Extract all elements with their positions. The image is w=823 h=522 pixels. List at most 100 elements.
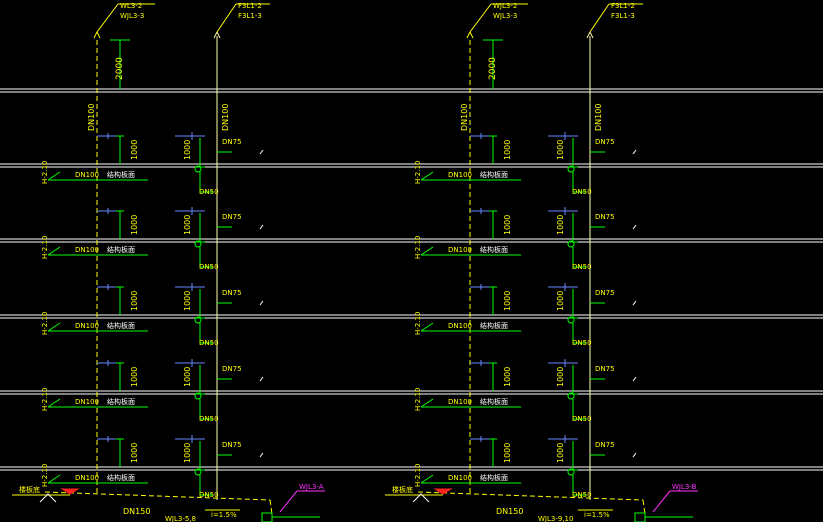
floor-2-trap-icon [194,240,202,248]
vent-cap [589,31,594,39]
magenta-tag: WJL3-A [299,483,324,491]
floor-5-structure-label: 结构板面 [480,473,508,482]
riser-size-label: DN100 [460,104,469,131]
floor-drain-icon [634,512,646,522]
floor-1-stub-label: DN75 [595,138,615,146]
bottom-collector [44,491,271,501]
floor-4-structure-label: 结构板面 [107,397,135,406]
floor-2-main-bend [47,246,61,256]
floor-1-vent-dim-label: 1000 [556,140,565,160]
floor-1-main-size-label: DN100 [448,171,472,179]
ground-symbol-icon [39,493,57,503]
floor-2-stub-label: DN75 [595,213,615,221]
vent-cap [586,31,591,39]
floor-4-main-size-label: DN100 [75,398,99,406]
floor-5-vent-dim-label: 1000 [183,443,192,463]
floor-3-stub-label: DN75 [595,289,615,297]
floor-1-stub-mark [259,149,264,155]
top-dimension-label: 2000 [115,57,125,80]
floor-4-vent-dim-label: 1000 [556,367,565,387]
floor-5-main-size-label: DN100 [75,474,99,482]
floor-3-level-label: H-2.10 [41,312,49,335]
riser2-tag: F3L1-3 [611,12,635,20]
floor-2-branch-dim-label: 1000 [503,215,512,235]
vent-size-label: DN100 [221,104,230,131]
floor-2-vent-dim-label: 1000 [183,215,192,235]
riser2-tag: F3L1-3 [238,12,262,20]
floor-3-level-label: H-2.10 [414,312,422,335]
floor-4-main-bend [420,398,434,408]
floor-5-structure-label: 结构板面 [107,473,135,482]
floor-1-trap-icon [567,165,575,173]
floor-5-trap-label: DN50 [572,491,592,499]
ground-symbol-icon [412,493,430,503]
bottom-pipe-label: DN150 [123,507,150,516]
floor-lines [0,88,823,471]
floor-3-stub-label: DN75 [222,289,242,297]
floor-1-main-size-label: DN100 [75,171,99,179]
floor-4-vent-dim-label: 1000 [183,367,192,387]
floor-2-level-label: H-2.10 [414,236,422,259]
floor-3-main-bend [420,322,434,332]
collector-drop [269,499,273,515]
floor-4-stub-label: DN75 [595,365,615,373]
vent-tag-leader [216,3,237,33]
floor-3-structure-label: 结构板面 [107,321,135,330]
riser2-tag: F3L1-2 [611,2,635,10]
floor-4-level-label: H-2.10 [41,388,49,411]
bottom-collector [417,491,644,501]
vent-size-label: DN100 [594,104,603,131]
floor-5-stub-mark [259,452,264,458]
slab-tag: 楼板底 [19,485,40,494]
floor-4-main-size-label: DN100 [448,398,472,406]
slope-label: i=1.5% [584,511,610,519]
floor-3-main-size-label: DN100 [448,322,472,330]
magenta-tag-leader [652,490,671,513]
floor-1-trap-label: DN50 [199,188,219,196]
floor-1-level-label: H-2.10 [41,161,49,184]
floor-2-branch-dim-label: 1000 [130,215,139,235]
floor-1-main-bend [47,171,61,181]
floor-drain-icon [261,512,273,522]
riser2-tag: F3L1-2 [238,2,262,10]
vent-cap [216,31,221,39]
bottom-code-label: WJL3-5,8 [165,515,196,522]
floor-3-stub-mark [632,300,637,306]
floor-5-trap-label: DN50 [199,491,219,499]
riser-cap [469,31,474,39]
riser1-tag: WL3-2 [120,2,142,10]
riser-tag-leader [96,3,119,33]
floor-5-vent-dim-label: 1000 [556,443,565,463]
magenta-tag: WJL3-B [672,483,697,491]
floor-2-stub-label: DN75 [222,213,242,221]
floor-3-branch-dim-label: 1000 [503,291,512,311]
floor-4-trap-label: DN50 [199,415,219,423]
floor-1-branch-dim-label: 1000 [130,140,139,160]
floor-5-level-label: H-2.10 [41,464,49,487]
riser-cap [96,31,101,39]
floor-2-trap-label: DN50 [199,263,219,271]
floor-4-main-bend [47,398,61,408]
bottom-pipe-label: DN150 [496,507,523,516]
floor-4-branch-dim-label: 1000 [130,367,139,387]
riser-size-label: DN100 [87,104,96,131]
floor-1-level-label: H-2.10 [414,161,422,184]
floor-1-stub-label: DN75 [222,138,242,146]
riser1-tag: WJL3-3 [493,12,517,20]
floor-2-level-label: H-2.10 [41,236,49,259]
floor-5-stub-label: DN75 [595,441,615,449]
floor-5-branch-dim-label: 1000 [130,443,139,463]
floor-1-vent-dim-label: 1000 [183,140,192,160]
riser-tag-leader [469,3,492,33]
floor-5-main-bend [47,474,61,484]
slope-label: i=1.5% [211,511,237,519]
floor-2-stub-mark [259,224,264,230]
floor-4-trap-icon [567,392,575,400]
floor-3-main-size-label: DN100 [75,322,99,330]
floor-2-vent-dim-label: 1000 [556,215,565,235]
floor-2-structure-label: 结构板面 [480,245,508,254]
floor-5-trap-icon [567,468,575,476]
floor-2-trap-label: DN50 [572,263,592,271]
floor-5-main-size-label: DN100 [448,474,472,482]
